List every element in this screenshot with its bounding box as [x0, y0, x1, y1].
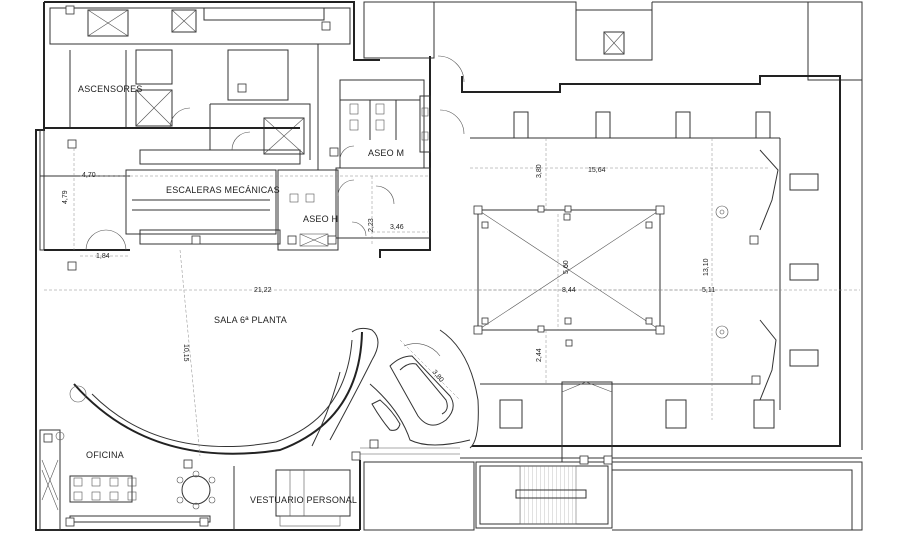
rigging-grid: [473, 205, 665, 347]
label-ascensores: ASCENSORES: [78, 84, 143, 94]
right-zone: [470, 111, 819, 429]
dim-1015: 10,15: [182, 344, 189, 362]
toilets-block: [277, 55, 465, 251]
label-aseo-h: ASEO H: [303, 214, 338, 224]
label-sala: SALA 6ª PLANTA: [214, 315, 287, 325]
dim-479: 4,79: [62, 190, 69, 204]
dim-346: 3,46: [390, 224, 404, 231]
left-wall-features: [39, 5, 130, 271]
dim-1310: 13,10: [703, 258, 710, 276]
curved-walls: [69, 327, 479, 469]
label-aseo-m: ASEO M: [368, 148, 404, 158]
dim-244: 2,44: [536, 348, 543, 362]
dim-184: 1,84: [96, 253, 110, 260]
escalator-band: [125, 169, 337, 245]
label-escaleras: ESCALERAS MECÁNICAS: [166, 185, 280, 195]
label-oficina: OFICINA: [86, 450, 124, 460]
dimension-lines: [44, 138, 860, 457]
dim-1564: 15,64: [588, 167, 606, 174]
dim-560: 5,60: [563, 260, 570, 274]
office-block: [39, 429, 351, 531]
dimension-labels: 4,70 4,79 1,84 2,23 3,46 3,80 15,64 13,1…: [62, 164, 715, 384]
dim-844: 8,44: [562, 287, 576, 294]
dim-511: 5,11: [702, 287, 715, 294]
dim-380b: 3,80: [430, 369, 444, 384]
dim-470: 4,70: [82, 172, 96, 179]
outer-walls: [35, 1, 863, 531]
dim-223: 2,23: [368, 218, 375, 232]
room-labels: ASCENSORES ESCALERAS MECÁNICAS ASEO M AS…: [78, 84, 404, 505]
core-block: [44, 7, 351, 170]
dim-380: 3,80: [536, 164, 543, 178]
bottom-stair: [363, 1, 653, 531]
dim-2122: 21,22: [254, 287, 272, 294]
label-vestuario: VESTUARIO PERSONAL: [250, 495, 357, 505]
